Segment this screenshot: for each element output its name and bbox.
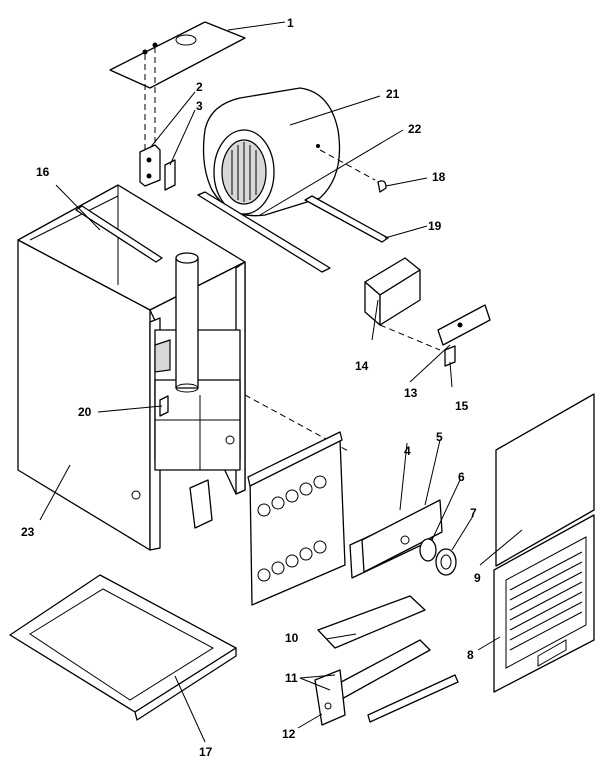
box-part-12: [314, 669, 346, 726]
cover-part-14: [364, 257, 421, 326]
callout-22: 22: [408, 122, 422, 136]
base-pan-part-17: [9, 574, 237, 721]
grille-door-part-8: [493, 514, 595, 693]
plate-part-5: [361, 499, 443, 573]
bracket-lower: [189, 479, 213, 529]
callout-21: 21: [386, 87, 400, 101]
callout-17: 17: [199, 745, 213, 759]
callout-15: 15: [455, 399, 469, 413]
callout-16: 16: [36, 165, 50, 179]
callout-13: 13: [404, 386, 418, 400]
callout-2: 2: [196, 80, 203, 94]
callout-9: 9: [474, 571, 481, 585]
cabinet-part-23: [17, 184, 246, 551]
rail-part-19: [304, 195, 389, 243]
rail-part-16: [75, 205, 163, 263]
rail-part-11: [329, 639, 431, 701]
clip-part-18: [319, 149, 387, 193]
callout-3: 3: [196, 99, 203, 113]
plate-part-13: [379, 304, 491, 351]
blower-housing-part-21: [202, 87, 341, 217]
ring-part-6: [419, 538, 437, 562]
bracket-part-15: [444, 345, 456, 367]
callout-11: 11: [285, 671, 298, 685]
callout-1: 1: [287, 16, 294, 30]
callout-10: 10: [285, 631, 299, 645]
callout-8: 8: [467, 648, 474, 662]
callout-18: 18: [432, 170, 446, 184]
bracket-part-2: [139, 47, 161, 187]
callout-6: 6: [458, 470, 465, 484]
callout-19: 19: [428, 219, 442, 233]
blower-rail-part-22: [197, 191, 331, 273]
callout-4: 4: [404, 444, 411, 458]
door-part-9: [495, 393, 595, 567]
heat-exchanger-panel: [244, 394, 351, 606]
leader-lines: [39, 21, 523, 743]
top-panel-part-1: [109, 21, 246, 89]
callout-14: 14: [355, 359, 369, 373]
callout-23: 23: [21, 525, 35, 539]
callout-12: 12: [282, 727, 296, 741]
tray-part-10: [317, 595, 426, 649]
fitting-part-7: [435, 548, 457, 576]
clip-part-20: [159, 395, 169, 417]
rail-right-part-11: [367, 674, 459, 723]
callout-7: 7: [470, 506, 477, 520]
flue-pipe: [175, 252, 199, 393]
callout-5: 5: [436, 430, 443, 444]
callout-20: 20: [78, 405, 92, 419]
